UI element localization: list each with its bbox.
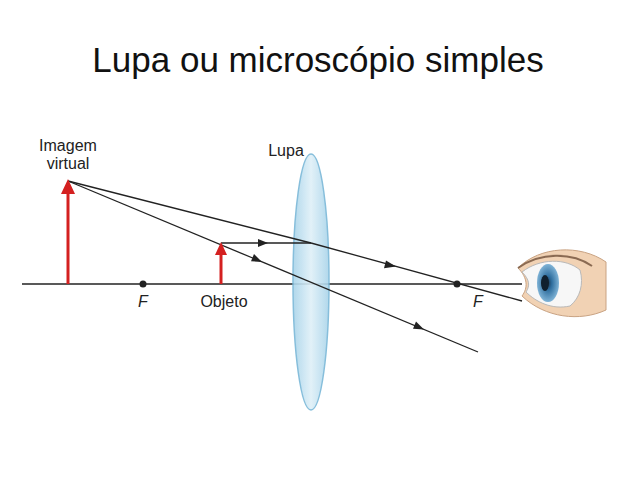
optical-axis [22, 283, 522, 285]
object-arrow [220, 254, 223, 284]
image-arrow [67, 192, 70, 284]
lens-label: Lupa [268, 142, 304, 160]
rays [68, 181, 522, 352]
object-label: Objeto [200, 293, 247, 311]
ray-arrowheads [251, 239, 424, 330]
image-arrowhead [61, 179, 75, 194]
focal-point [454, 281, 461, 288]
image-label: Imagem virtual [28, 137, 108, 174]
focal-label: F [473, 293, 483, 311]
object-arrowhead [215, 242, 227, 255]
diagram-title: Lupa ou microscópio simples [92, 40, 543, 80]
eye [518, 250, 606, 317]
focal-label: F [138, 293, 148, 311]
focal-point [140, 281, 147, 288]
